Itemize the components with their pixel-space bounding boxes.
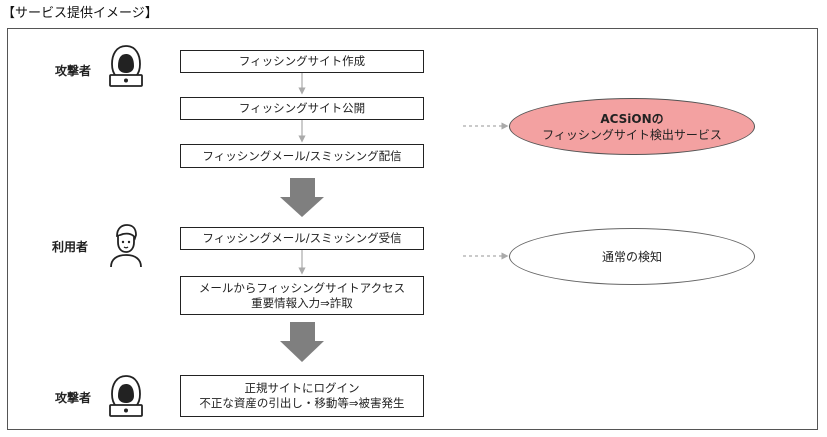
step-create-phishing-site: フィッシングサイト作成 <box>180 50 424 73</box>
big-down-arrow <box>280 178 324 217</box>
big-down-arrow <box>280 322 324 362</box>
step-access-phishing-site: メールからフィッシングサイトアクセス 重要情報入力⇒詐取 <box>180 276 424 315</box>
step-label: メールからフィッシングサイトアクセス <box>198 280 406 295</box>
step-label: フィッシングサイト公開 <box>238 101 366 115</box>
hooded-hacker-icon <box>109 45 143 87</box>
normal-detection: 通常の検知 <box>509 228 755 285</box>
step-send-phishing-mail: フィッシングメール/スミッシング配信 <box>180 144 424 168</box>
step-damage-occurs: 正規サイトにログイン 不正な資産の引出し・移動等⇒被害発生 <box>180 375 424 417</box>
step-label: 正規サイトにログイン <box>244 381 360 395</box>
step-receive-phishing-mail: フィッシングメール/スミッシング受信 <box>180 227 424 250</box>
acsion-detection-service: ACSiONの フィッシングサイト検出サービス <box>509 98 755 155</box>
step-label: フィッシングサイト作成 <box>238 54 366 68</box>
role-label-user: 利用者 <box>52 240 89 254</box>
service-label: フィッシングサイト検出サービス <box>542 127 722 142</box>
role-label-attacker-top: 攻撃者 <box>55 64 92 78</box>
step-label: 不正な資産の引出し・移動等⇒被害発生 <box>199 396 405 410</box>
page-title: 【サービス提供イメージ】 <box>2 6 158 21</box>
service-label: ACSiONの <box>600 111 664 126</box>
step-label: 重要情報入力⇒詐取 <box>251 295 353 310</box>
service-label: 通常の検知 <box>601 249 662 264</box>
step-label: フィッシングメール/スミッシング配信 <box>202 148 402 163</box>
user-person-icon <box>110 224 142 268</box>
step-publish-phishing-site: フィッシングサイト公開 <box>180 97 424 120</box>
diagram-frame <box>7 28 818 430</box>
step-label: フィッシングメール/スミッシング受信 <box>202 231 402 245</box>
hooded-hacker-icon <box>109 375 143 417</box>
role-label-attacker-bottom: 攻撃者 <box>55 391 92 405</box>
